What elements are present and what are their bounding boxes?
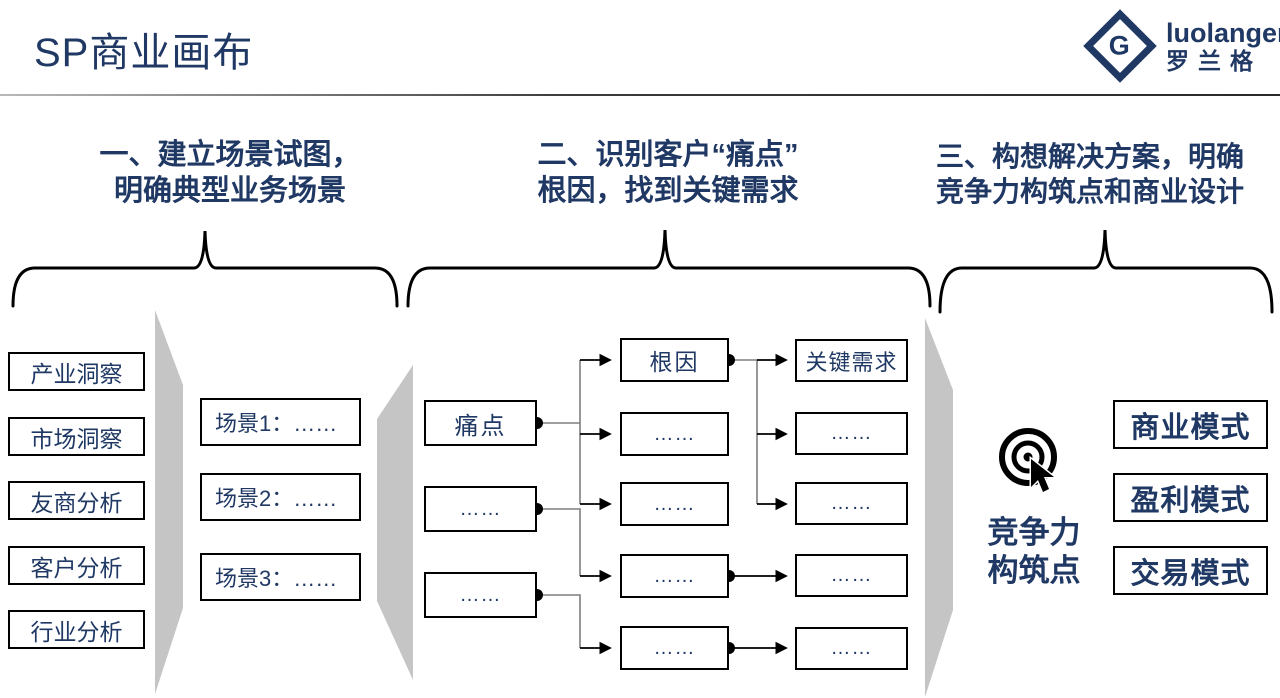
brand-name-cn: 罗兰格 — [1166, 48, 1262, 75]
input-box-competitor-analysis: 友商分析 — [8, 481, 145, 520]
model-box-transaction: 交易模式 — [1113, 546, 1268, 595]
key-need-box-3: …… — [795, 482, 908, 525]
competitiveness-label: 竞争力 构筑点 — [987, 515, 1081, 588]
root-cause-box-5: …… — [620, 626, 729, 670]
input-box-industry-insight: 产业洞察 — [8, 352, 145, 391]
key-need-box-2: …… — [795, 412, 908, 455]
brand-logo: G luolanger 罗兰格 — [1083, 9, 1280, 83]
connector-pain2-branch — [537, 508, 581, 576]
input-box-sector-analysis: 行业分析 — [8, 610, 145, 649]
root-cause-box-1: 根因 — [620, 338, 729, 382]
pain-point-box-1: 痛点 — [424, 400, 537, 446]
input-box-market-insight: 市场洞察 — [8, 417, 145, 456]
perspective-panel-middle — [377, 365, 413, 680]
root-cause-box-3: …… — [620, 482, 729, 526]
section-1-title: 一、建立场景试图， 明确典型业务场景 — [99, 139, 361, 207]
brace-section-2 — [406, 229, 932, 308]
connector-pain3-branch — [537, 594, 581, 648]
connector-pain1-branch — [537, 360, 581, 504]
model-box-profit: 盈利模式 — [1113, 473, 1268, 522]
root-cause-box-4: …… — [620, 554, 729, 598]
scenario-box-2: 场景2：…… — [200, 473, 361, 521]
root-cause-box-2: …… — [620, 412, 729, 456]
scenario-box-3: 场景3：…… — [200, 553, 361, 601]
cursor-arrow-icon — [1029, 455, 1059, 495]
scenario-box-1: 场景1：…… — [200, 398, 361, 446]
brace-section-1 — [11, 230, 399, 308]
perspective-panel-right — [925, 318, 953, 697]
perspective-panel-left — [155, 310, 183, 694]
input-box-customer-analysis: 客户分析 — [8, 546, 145, 585]
model-box-business: 商业模式 — [1113, 400, 1268, 449]
page-title: SP商业画布 — [34, 31, 254, 75]
brace-section-3 — [938, 229, 1274, 314]
section-3-title: 三、构想解决方案，明确 竞争力构筑点和商业设计 — [935, 141, 1244, 207]
brand-name: luolanger — [1166, 17, 1280, 48]
connector-root1-branch — [729, 359, 758, 504]
section-2-title: 二、识别客户“痛点” 根因，找到关键需求 — [537, 139, 799, 207]
title-underline — [0, 94, 1280, 96]
pain-point-box-2: …… — [424, 486, 537, 532]
target-click-icon — [999, 428, 1059, 495]
key-need-box-5: …… — [795, 627, 908, 670]
key-need-box-1: 关键需求 — [795, 339, 908, 382]
key-need-box-4: …… — [795, 554, 908, 597]
pain-point-box-3: …… — [424, 572, 537, 618]
